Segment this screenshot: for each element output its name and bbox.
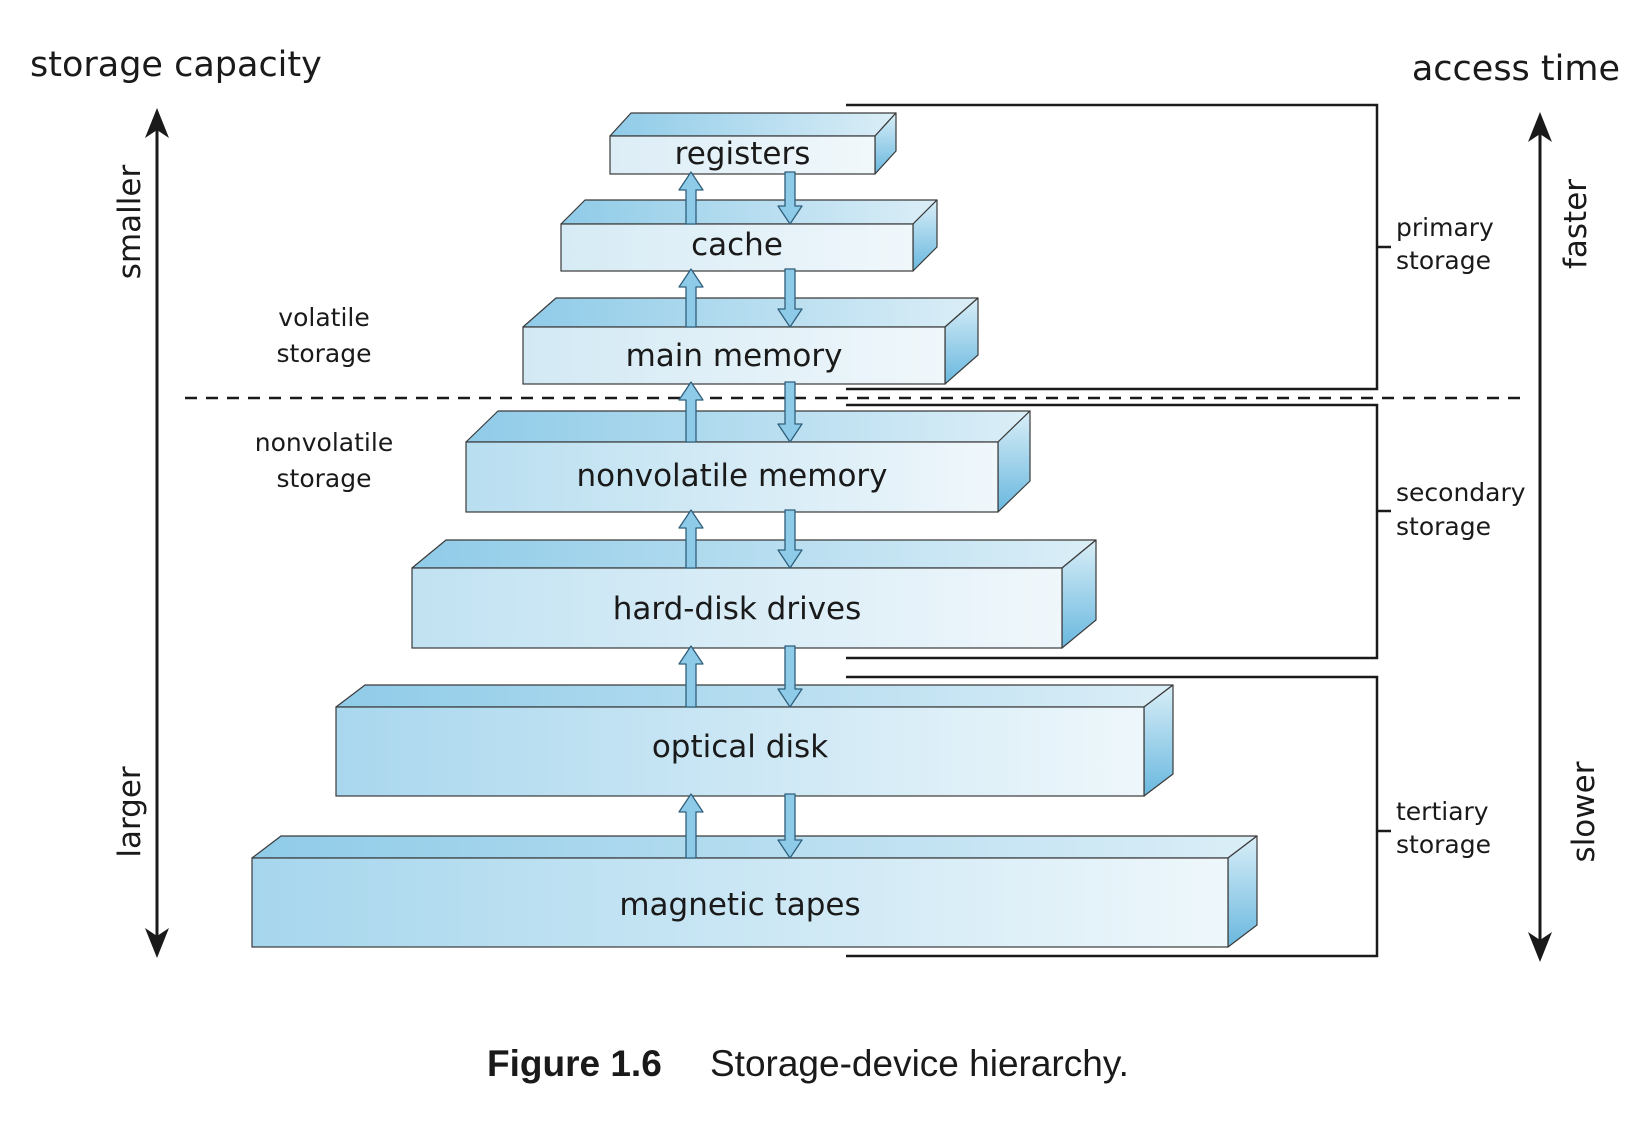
svg-text:storage: storage bbox=[1396, 246, 1491, 275]
level-label-registers: registers bbox=[675, 136, 811, 172]
access-time-heading: access time bbox=[1412, 49, 1620, 89]
svg-text:primary: primary bbox=[1396, 213, 1494, 242]
primary-storage-bracket bbox=[846, 103, 1391, 391]
storage-capacity-heading: storage capacity bbox=[30, 45, 322, 85]
down-arrow bbox=[777, 171, 803, 225]
down-arrow bbox=[777, 268, 803, 328]
svg-text:secondary: secondary bbox=[1396, 478, 1526, 507]
level-label-optical-disk: optical disk bbox=[652, 729, 828, 765]
transfer-arrows-main-memory-nonvolatile-memory bbox=[678, 381, 803, 443]
faster-label: faster bbox=[1558, 179, 1594, 269]
svg-text:storage: storage bbox=[1396, 830, 1491, 859]
up-arrow bbox=[678, 381, 704, 443]
tertiary-storage-label: tertiary storage bbox=[1396, 797, 1491, 859]
up-arrow bbox=[678, 171, 704, 225]
level-label-hard-disk-drives: hard-disk drives bbox=[613, 591, 862, 627]
level-cache: cache bbox=[560, 199, 938, 272]
level-registers: registers bbox=[609, 112, 897, 175]
capacity-axis bbox=[145, 108, 169, 958]
transfer-arrows-nonvolatile-memory-hard-disk-drives bbox=[678, 509, 803, 569]
slower-label: slower bbox=[1566, 761, 1602, 862]
level-hard-disk-drives: hard-disk drives bbox=[411, 539, 1097, 649]
level-label-main-memory: main memory bbox=[626, 338, 843, 374]
up-arrow bbox=[678, 793, 704, 859]
tertiary-storage-bracket bbox=[846, 675, 1391, 958]
transfer-arrows-optical-disk-magnetic-tapes bbox=[678, 793, 803, 859]
svg-text:tertiary: tertiary bbox=[1396, 797, 1489, 826]
up-arrow bbox=[678, 268, 704, 328]
level-label-magnetic-tapes: magnetic tapes bbox=[619, 887, 860, 923]
down-arrow bbox=[777, 793, 803, 859]
nonvolatile-storage-label: nonvolatile storage bbox=[255, 428, 393, 493]
figure-caption: Figure 1.6 Storage-device hierarchy. bbox=[487, 1043, 1129, 1084]
svg-text:storage: storage bbox=[277, 464, 372, 493]
up-arrow bbox=[678, 645, 704, 708]
level-main-memory: main memory bbox=[522, 297, 979, 385]
secondary-storage-label: secondary storage bbox=[1396, 478, 1526, 541]
level-label-cache: cache bbox=[691, 227, 783, 263]
svg-text:storage: storage bbox=[277, 339, 372, 368]
svg-text:storage: storage bbox=[1396, 512, 1491, 541]
down-arrow bbox=[777, 645, 803, 708]
smaller-label: smaller bbox=[112, 165, 148, 280]
svg-text:volatile: volatile bbox=[278, 303, 369, 332]
secondary-storage-bracket bbox=[846, 403, 1391, 660]
transfer-arrows-registers-cache bbox=[678, 171, 803, 225]
transfer-arrows-cache-main-memory bbox=[678, 268, 803, 328]
level-label-nonvolatile-memory: nonvolatile memory bbox=[576, 458, 887, 494]
svg-text:nonvolatile: nonvolatile bbox=[255, 428, 393, 457]
level-nonvolatile-memory: nonvolatile memory bbox=[465, 410, 1031, 513]
volatile-storage-label: volatile storage bbox=[277, 303, 372, 368]
access-time-axis bbox=[1528, 112, 1552, 962]
up-arrow bbox=[678, 509, 704, 569]
transfer-arrows-hard-disk-drives-optical-disk bbox=[678, 645, 803, 708]
down-arrow bbox=[777, 509, 803, 569]
figure-number: Figure 1.6 bbox=[487, 1043, 662, 1084]
level-magnetic-tapes: magnetic tapes bbox=[251, 835, 1258, 948]
level-optical-disk: optical disk bbox=[335, 684, 1174, 797]
figure-title: Storage-device hierarchy. bbox=[710, 1043, 1129, 1084]
larger-label: larger bbox=[112, 766, 148, 858]
down-arrow bbox=[777, 381, 803, 443]
primary-storage-label: primary storage bbox=[1396, 213, 1494, 275]
